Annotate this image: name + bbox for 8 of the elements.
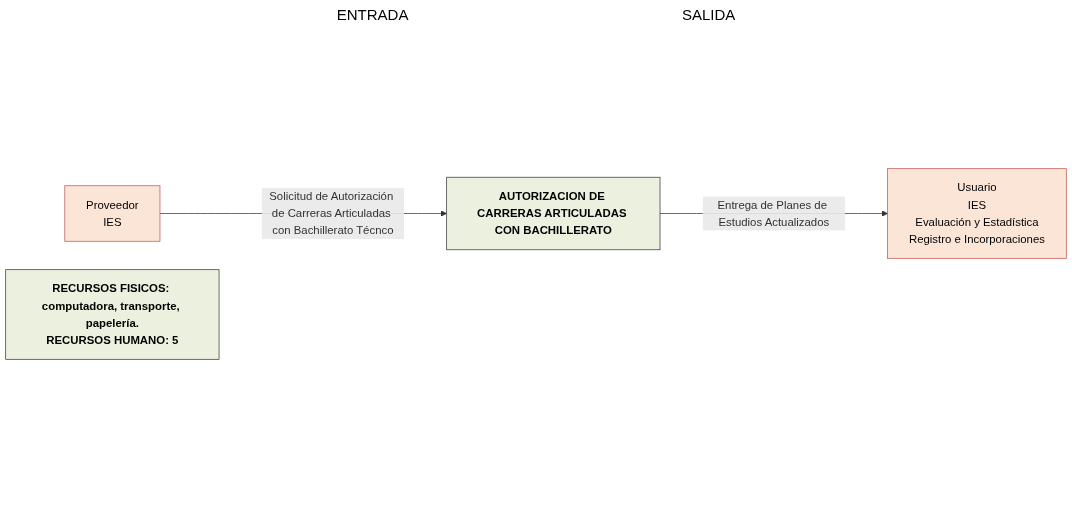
node-box: Usuario IES Evaluación y Estadística Registro e Incorporaciones <box>887 168 1067 259</box>
edge-label: Entrega de Planes de Estudios Actualizados <box>717 198 830 228</box>
node-box: RECURSOS FISICOS: computadora, transporte, papelería. RECURSOS HUMANO: 5 <box>5 269 220 360</box>
edge-label: Solicitud de Autorización de Carreras Articuladas con Bachillerato Técnco <box>269 190 394 237</box>
node-box: Proveedor IES <box>64 185 161 242</box>
node-box: AUTORIZACION DE CARRERAS ARTICULADAS CON BACHILLERATO <box>446 176 661 251</box>
section-label: SALIDA <box>681 6 736 23</box>
section-label: ENTRADA <box>336 6 409 23</box>
